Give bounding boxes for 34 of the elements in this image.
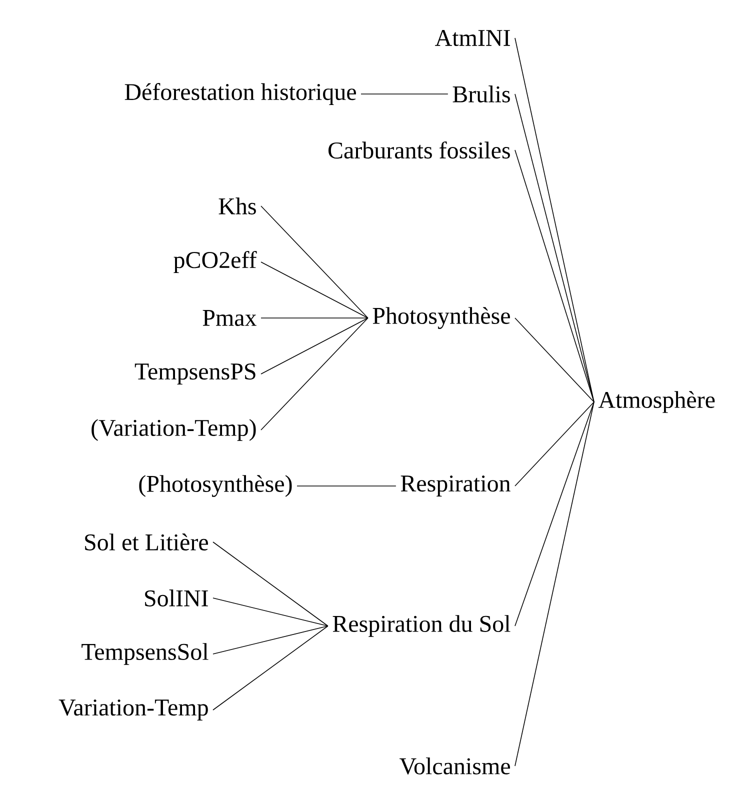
variable-label: TempsensPS — [134, 364, 256, 384]
link-line — [212, 598, 328, 626]
link-line — [514, 402, 594, 766]
variable-label: Variation-Temp — [58, 700, 208, 720]
variable-label: Respiration — [400, 476, 510, 496]
variable-label: TempsensSol — [82, 643, 208, 665]
link-line — [260, 206, 368, 318]
variable-label: (Variation-Temp) — [92, 419, 256, 441]
link-line — [514, 402, 594, 486]
variable-label: Photosynthèse — [372, 307, 510, 329]
link-line — [514, 38, 594, 402]
link-line — [514, 94, 594, 402]
variable-label: SolINI — [145, 590, 208, 606]
variable-label: Sol et Litière — [85, 534, 208, 550]
variable-label: Atmosphère — [598, 391, 715, 413]
variable-label: Pmax — [202, 310, 256, 326]
variable-label: Volcanisme — [400, 758, 510, 774]
link-line — [212, 626, 328, 654]
variable-label: pCO2eff — [174, 251, 257, 274]
link-line — [514, 402, 594, 626]
variable-label: Déforestation historique — [124, 83, 356, 106]
variable-label: Carburants fossiles — [328, 141, 510, 159]
variable-label: Brulis — [452, 86, 510, 102]
link-line — [514, 150, 594, 402]
variable-label: AtmINI — [435, 30, 510, 46]
link-line — [260, 262, 368, 318]
variable-label: (Photosynthèse) — [139, 475, 292, 497]
variable-label: Respiration du Sol — [332, 615, 510, 637]
link-line — [260, 318, 368, 430]
link-line — [212, 542, 328, 626]
link-line — [260, 318, 368, 374]
link-line — [212, 626, 328, 710]
variable-label: Khs — [218, 198, 256, 214]
link-line — [514, 318, 594, 402]
